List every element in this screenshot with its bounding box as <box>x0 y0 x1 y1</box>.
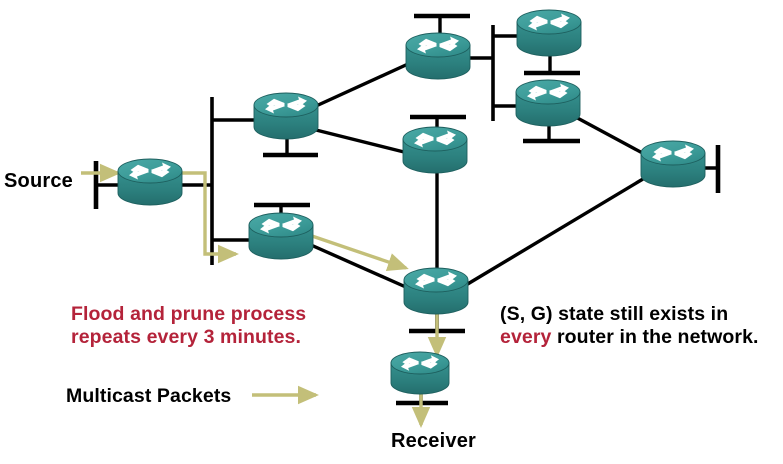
router-arrow-glyph-4 <box>421 359 438 369</box>
router-arrow-glyph-4 <box>437 276 456 287</box>
router-arrows-icon <box>414 130 456 148</box>
router-far-right[interactable] <box>640 140 706 188</box>
router-top-face <box>640 140 706 166</box>
router-arrow-glyph-4 <box>282 221 301 232</box>
router-arrows-icon <box>652 144 694 162</box>
router-top-face <box>516 9 582 35</box>
router-upper-left[interactable] <box>253 92 319 140</box>
router-arrow-glyph-3 <box>528 85 547 96</box>
router-arrow-glyph-4 <box>151 167 170 178</box>
router-top-face <box>117 158 183 184</box>
router-arrow-glyph-4 <box>439 41 458 52</box>
router-arrow-glyph-4 <box>550 18 569 29</box>
sg-state-line-2: every router in the network. <box>500 326 759 349</box>
multicast-packets-legend-label: Multicast Packets <box>66 385 232 407</box>
router-right-upper[interactable] <box>515 79 581 127</box>
router-top-face <box>403 267 469 293</box>
router-top-face <box>515 79 581 105</box>
router-arrow-glyph-3 <box>653 146 672 157</box>
router-arrows-icon <box>527 83 569 101</box>
router-top-face <box>253 92 319 118</box>
link-lower-left-to-cbottom <box>310 243 409 290</box>
router-lower-left[interactable] <box>248 212 314 260</box>
router-source[interactable] <box>117 158 183 206</box>
flood-prune-note: Flood and prune process repeats every 3 … <box>71 303 306 349</box>
router-arrow-glyph-3 <box>415 132 434 143</box>
router-top-face <box>405 32 471 58</box>
router-arrow-glyph-4 <box>674 149 693 160</box>
router-arrows-icon <box>417 36 459 54</box>
router-layer <box>117 9 706 395</box>
router-middle-right[interactable] <box>402 126 468 174</box>
flood-prune-line-2: repeats every 3 minutes. <box>71 326 302 348</box>
flow-source-to-bus-down <box>182 171 239 264</box>
router-arrow-glyph-4 <box>549 88 568 99</box>
router-receiver[interactable] <box>390 351 450 395</box>
link-upper-left-to-top-mid <box>315 62 409 108</box>
router-arrows-icon <box>260 216 302 234</box>
router-arrow-glyph-4 <box>287 101 306 112</box>
router-top-face <box>248 212 314 238</box>
flood-prune-line-1: Flood and prune process <box>71 303 307 325</box>
router-arrow-glyph-3 <box>266 98 285 109</box>
router-arrows-icon <box>528 13 570 31</box>
router-arrow-glyph-3 <box>418 38 437 49</box>
sg-state-note: (S, G) state still exists in every route… <box>500 303 759 349</box>
router-top-middle[interactable] <box>405 32 471 80</box>
sg-state-line-2-rest: router in the network. <box>551 326 759 348</box>
router-arrows-icon <box>415 271 457 289</box>
receiver-label: Receiver <box>391 430 476 452</box>
router-arrow-glyph-3 <box>402 357 419 367</box>
flow-lower-left-to-cbot <box>311 234 409 271</box>
router-arrow-glyph-3 <box>130 164 149 175</box>
router-top-face <box>402 126 468 152</box>
router-top-right[interactable] <box>516 9 582 57</box>
router-arrows-icon <box>400 355 440 371</box>
router-center-bottom[interactable] <box>403 267 469 315</box>
router-arrow-glyph-3 <box>416 273 435 284</box>
bus-layer <box>210 25 495 265</box>
link-far-right-to-cbottom <box>465 174 649 287</box>
source-label: Source <box>4 170 74 192</box>
router-arrows-icon <box>265 96 307 114</box>
router-arrow-glyph-4 <box>436 135 455 146</box>
router-arrow-glyph-3 <box>529 15 548 26</box>
sg-state-line-1: (S, G) state still exists in <box>500 303 729 325</box>
router-top-face <box>390 351 450 375</box>
link-rt-upper-to-far-right <box>569 112 649 158</box>
link-upper-left-to-mid-right <box>315 128 405 154</box>
router-arrow-glyph-3 <box>261 218 280 229</box>
router-arrows-icon <box>129 162 171 180</box>
sg-state-highlight: every <box>500 326 552 348</box>
